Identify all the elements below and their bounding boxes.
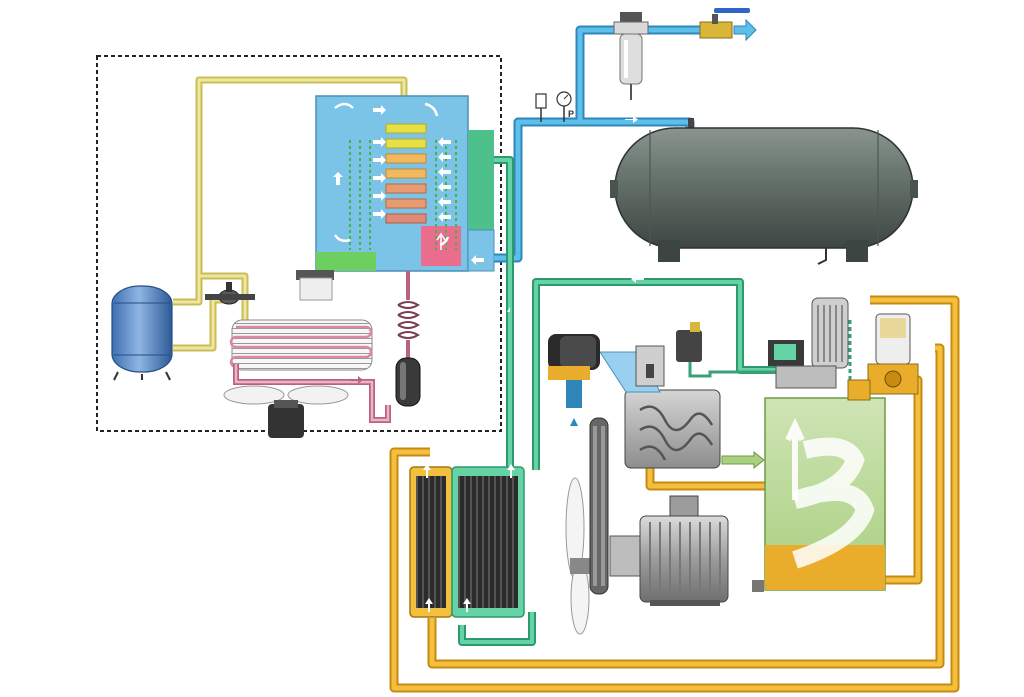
heat-exchanger — [315, 95, 495, 272]
dryer-control-box — [296, 270, 334, 301]
belt-drive — [589, 417, 609, 595]
pressure-gauge: P — [556, 91, 574, 122]
electric-motor — [609, 495, 729, 606]
ball-valve — [699, 8, 750, 39]
air-inlet-filter — [548, 334, 600, 426]
oil-cooler — [409, 464, 453, 618]
pressure-gauge-label: P — [568, 109, 574, 119]
air-outlet-arrow — [733, 18, 757, 42]
thermostatic-valve — [847, 313, 919, 401]
cooling-fan — [565, 477, 590, 635]
refrigerant-receiver — [111, 285, 173, 381]
minimum-pressure-valve — [768, 340, 837, 389]
aftercooler — [451, 464, 525, 618]
expansion-valve — [205, 282, 255, 305]
condenser-fan — [223, 385, 349, 438]
pressure-switch — [535, 93, 547, 122]
line-filter — [613, 12, 649, 100]
air-receiver-tank — [610, 118, 918, 265]
refrigerant-compressor — [395, 271, 421, 407]
inlet-valve — [599, 322, 776, 393]
screw-airend — [624, 389, 765, 470]
oil-separator-tank — [752, 397, 886, 592]
condenser — [229, 319, 373, 371]
separator-element — [811, 297, 852, 380]
